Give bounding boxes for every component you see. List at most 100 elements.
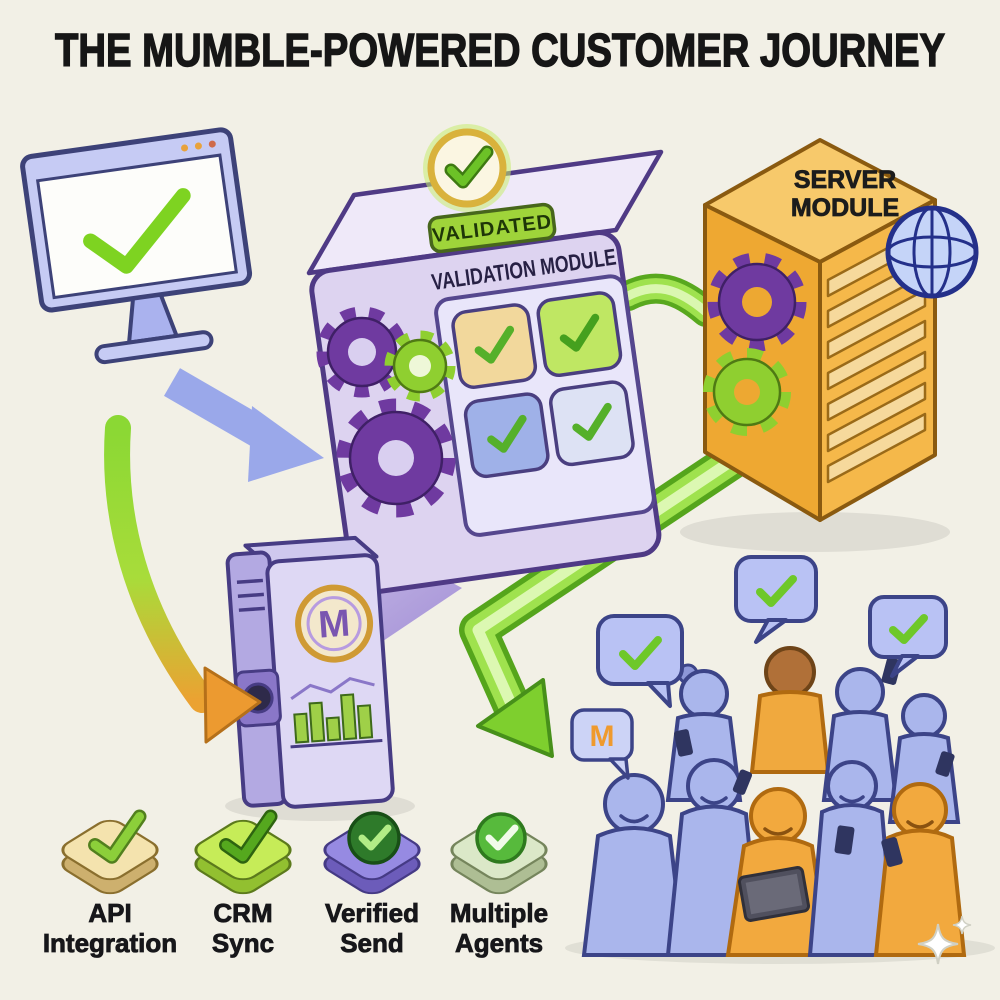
server-module-label-line2: MODULE: [791, 194, 899, 222]
gear-icon: [384, 330, 456, 402]
bar: [308, 701, 326, 743]
bubble-tail: [646, 681, 672, 708]
arrow-head: [203, 666, 262, 744]
person: [749, 646, 831, 774]
checkmark: [90, 812, 145, 862]
card: [536, 291, 623, 377]
arrow-monitor-to-validation: [163, 368, 324, 482]
bubble-tail: [608, 757, 630, 780]
checkmark-icon: [756, 575, 797, 607]
check-card-tan: [451, 303, 538, 389]
speech-bubbles: M: [570, 555, 948, 780]
legend-item-multiple-agents: Multiple Agents: [449, 812, 549, 958]
bubble-tail: [890, 654, 920, 678]
checkmark-icon: [572, 402, 612, 441]
gear-hole: [742, 287, 772, 317]
legend-label-line2: Agents: [455, 928, 543, 958]
legend-label-line2: Sync: [212, 928, 274, 958]
legend-label-line1: Verified: [325, 898, 419, 928]
hub-bar-chart: [293, 693, 374, 744]
checkmark-icon: [88, 809, 147, 864]
customers-crowd: [565, 646, 995, 964]
chart-baseline: [290, 738, 383, 749]
smile: [700, 796, 728, 805]
smile: [619, 814, 649, 824]
gear-teeth: [707, 252, 807, 352]
bubble-body: [734, 555, 818, 623]
monitor-dot: [181, 144, 189, 152]
server-module: SERVER MODULE: [680, 138, 979, 552]
arrow-head: [248, 406, 324, 482]
bar: [356, 704, 374, 740]
sparkle-small: [952, 915, 972, 935]
gear-icon: [336, 398, 456, 518]
slat: [826, 288, 927, 360]
hub-vents: [236, 578, 265, 612]
check-card-pale: [549, 380, 635, 467]
person-head: [764, 646, 816, 698]
card: [463, 392, 550, 479]
gear-teeth: [703, 348, 791, 436]
verified-check-icon: [347, 811, 401, 865]
check-card-lime: [536, 291, 623, 377]
bubble-tail: [754, 618, 788, 644]
monitor-base: [94, 330, 214, 365]
slat: [826, 319, 927, 391]
gear-icon: [703, 348, 791, 436]
checkmark-icon: [474, 325, 515, 364]
gear-hole: [378, 440, 414, 476]
arrow-head: [476, 678, 554, 758]
person-body: [749, 690, 831, 774]
mumble-logo: M: [295, 584, 374, 663]
monitor-screen: [35, 153, 238, 300]
legend-item-api-integration: API Integration: [42, 809, 178, 958]
gear-teeth: [384, 330, 456, 402]
tablet-icon: [737, 866, 811, 922]
validated-badge: VALIDATED: [427, 202, 557, 254]
person: [581, 773, 687, 957]
bar: [325, 716, 342, 742]
pipe-validation-to-server: [613, 273, 721, 327]
gear-hole: [409, 355, 431, 377]
checkmark: [221, 812, 276, 862]
gear-icon: [707, 252, 807, 352]
bubble-body: [570, 708, 634, 762]
smile: [763, 827, 793, 836]
bubble-body: [868, 595, 948, 659]
smile: [906, 820, 934, 829]
flow-curve: [104, 415, 215, 713]
checkmark-icon: [447, 148, 491, 186]
validation-module: VALIDATION MODULE: [306, 124, 664, 595]
agents-check-icon: [475, 812, 527, 864]
arrow-shaft: [163, 368, 271, 448]
sparkle-large: [917, 923, 959, 965]
server-module-label-line1: SERVER: [794, 166, 896, 194]
pipe-core: [623, 284, 711, 317]
speech-bubble-check: [868, 595, 948, 678]
checkmark: [485, 824, 519, 851]
person: [873, 782, 967, 957]
checkmark-icon: [889, 614, 928, 644]
person-head: [679, 669, 729, 719]
smile: [839, 795, 865, 804]
hub-trend-line: [290, 676, 375, 700]
legend-item-verified-send: Verified Send: [323, 811, 421, 958]
legend-label-line2: Send: [340, 928, 404, 958]
speech-bubble-check: [734, 555, 818, 644]
flow-monitor-to-hub: [104, 415, 262, 744]
checkmark-icon: [487, 414, 527, 453]
globe-icon: [885, 205, 979, 299]
card: [549, 380, 635, 467]
slat: [826, 412, 927, 484]
gear-hole: [734, 379, 760, 405]
monitor-illustration: [20, 127, 253, 365]
phone-icon: [674, 729, 693, 757]
checkmark-icon: [619, 636, 662, 670]
monitor-checkmark-icon: [83, 188, 191, 274]
server-shadow: [680, 512, 950, 552]
logo-inner-ring: [306, 596, 362, 652]
tablet-screen: [745, 873, 803, 915]
check-circle: [475, 812, 527, 864]
mumble-hub: M: [225, 535, 415, 821]
